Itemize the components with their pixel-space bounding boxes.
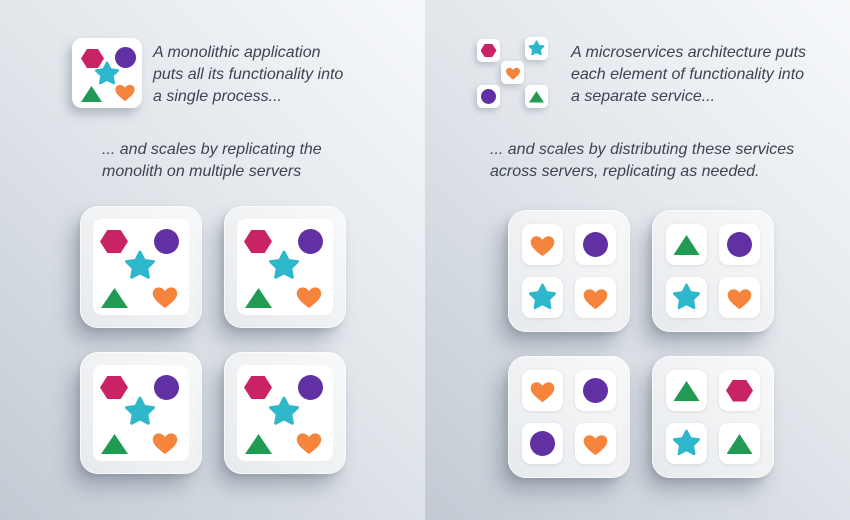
- microservices-card: [508, 210, 630, 332]
- circle-icon: [298, 375, 323, 400]
- circle-icon: [154, 229, 179, 254]
- star-icon: [124, 250, 156, 282]
- service-grid: [652, 210, 774, 332]
- heart-icon: [575, 277, 616, 318]
- monolith-shapes: [237, 365, 333, 461]
- star-icon: [666, 423, 707, 464]
- heart-icon: [575, 423, 616, 464]
- monolith-scale-text: ... and scales by replicating the monoli…: [102, 141, 322, 180]
- heart-icon: [522, 370, 563, 411]
- star-icon: [666, 277, 707, 318]
- star-icon: [522, 277, 563, 318]
- service-grid: [652, 356, 774, 478]
- triangle-icon: [101, 287, 128, 308]
- monolith-shapes: [237, 219, 333, 315]
- heart-icon: [719, 277, 760, 318]
- triangle-icon: [525, 85, 548, 108]
- triangle-icon: [245, 287, 272, 308]
- heart-icon: [295, 430, 323, 455]
- monolith-card: [80, 352, 202, 474]
- triangle-icon: [666, 224, 707, 265]
- monolith-app-icon: [72, 38, 142, 108]
- microservices-app-icon: [477, 37, 548, 108]
- hexagon-icon: [100, 230, 128, 253]
- star-icon: [124, 396, 156, 428]
- star-icon: [268, 250, 300, 282]
- circle-icon: [575, 224, 616, 265]
- heart-icon: [151, 284, 179, 309]
- hexagon-icon: [81, 49, 104, 68]
- heart-icon: [522, 224, 563, 265]
- monolith-card: [224, 352, 346, 474]
- triangle-icon: [719, 423, 760, 464]
- service-grid: [508, 210, 630, 332]
- monolith-shapes: [93, 219, 189, 315]
- microservices-intro-text: A microservices architecture puts each e…: [571, 44, 807, 105]
- microservices-server-grid: [508, 210, 774, 478]
- monolith-intro-text: A monolithic application puts all its fu…: [153, 44, 344, 105]
- circle-icon: [719, 224, 760, 265]
- hexagon-icon: [244, 376, 272, 399]
- star-icon: [525, 37, 548, 60]
- triangle-icon: [245, 433, 272, 454]
- monolith-card: [224, 206, 346, 328]
- service-grid: [508, 356, 630, 478]
- circle-icon: [154, 375, 179, 400]
- heart-icon: [151, 430, 179, 455]
- circle-icon: [522, 423, 563, 464]
- heart-icon: [295, 284, 323, 309]
- monolith-server-grid: [80, 206, 346, 474]
- hexagon-icon: [719, 370, 760, 411]
- hexagon-icon: [100, 376, 128, 399]
- star-icon: [268, 396, 300, 428]
- triangle-icon: [81, 85, 102, 102]
- circle-icon: [115, 47, 136, 68]
- microservices-scale-text: ... and scales by distributing these ser…: [490, 141, 795, 180]
- monolith-panel: A monolithic application puts all its fu…: [0, 0, 425, 520]
- hexagon-icon: [477, 39, 500, 62]
- monolith-shapes: [93, 365, 189, 461]
- monolith-card: [80, 206, 202, 328]
- circle-icon: [298, 229, 323, 254]
- star-icon: [94, 61, 120, 87]
- circle-icon: [477, 85, 500, 108]
- heart-icon: [114, 82, 136, 102]
- heart-icon: [501, 61, 524, 84]
- hexagon-icon: [244, 230, 272, 253]
- triangle-icon: [666, 370, 707, 411]
- microservices-card: [508, 356, 630, 478]
- microservices-card: [652, 356, 774, 478]
- circle-icon: [575, 370, 616, 411]
- triangle-icon: [101, 433, 128, 454]
- microservices-panel: A microservices architecture puts each e…: [425, 0, 850, 520]
- microservices-card: [652, 210, 774, 332]
